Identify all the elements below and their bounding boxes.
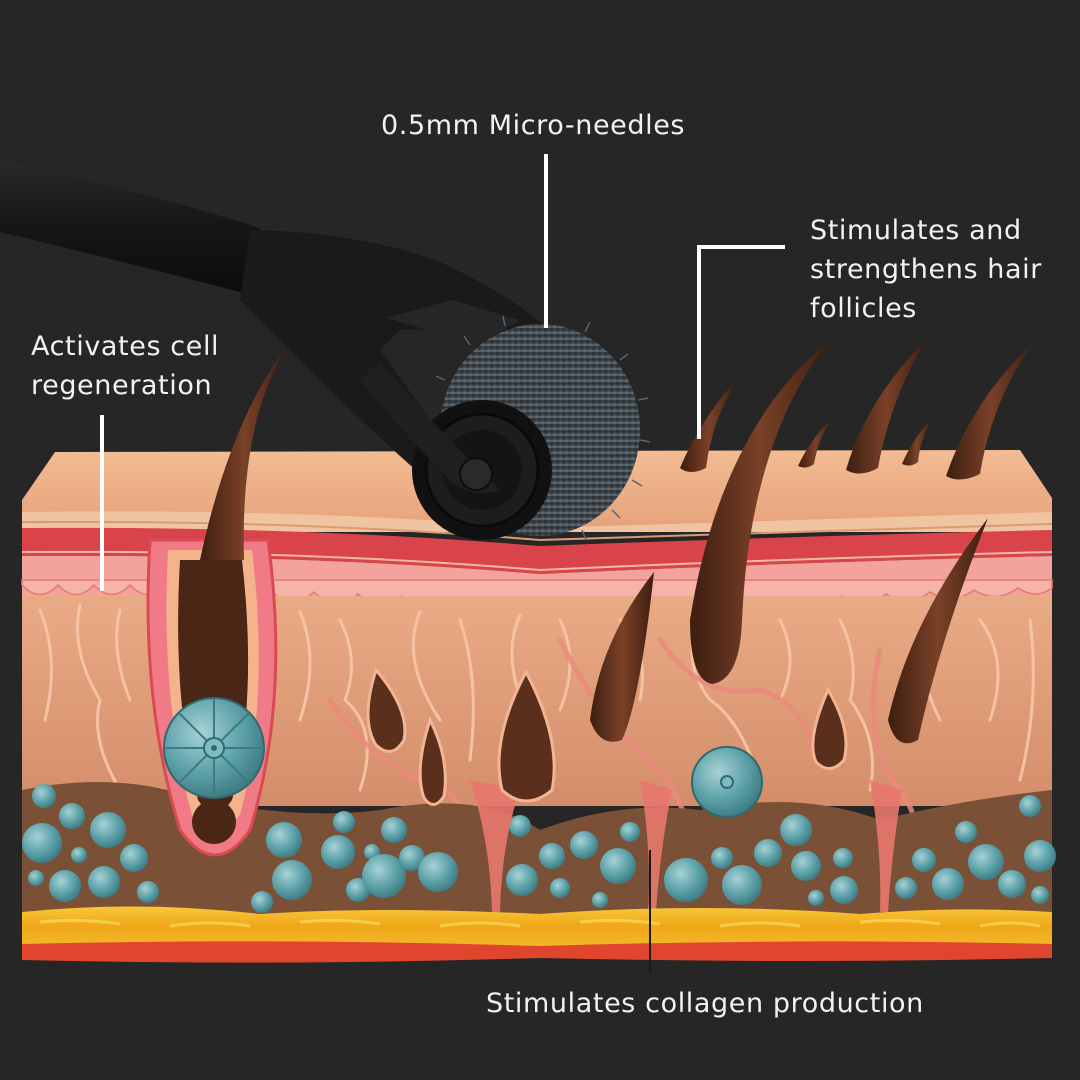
leader-line-collagen (649, 850, 651, 972)
growing-hairs (590, 340, 988, 744)
leader-line-follicles-v (697, 245, 701, 439)
callout-hair-follicles: Stimulates and strengthens hair follicle… (810, 215, 1042, 324)
fat-cells (22, 784, 1056, 913)
hair-follicles-small (366, 666, 848, 806)
dermal-papilla (163, 697, 265, 799)
leader-line-cell (100, 415, 104, 591)
leader-line-follicles-h (697, 245, 785, 249)
fat-layer (22, 906, 1052, 946)
leader-line-needles (544, 154, 548, 328)
derma-roller (0, 160, 651, 541)
roller-head (240, 230, 548, 500)
dermal-papilla-right (691, 746, 763, 818)
roller-handle (0, 160, 270, 300)
hair-follicle-large-left (146, 345, 288, 857)
callout-cell-regeneration: Activates cell regeneration (31, 331, 220, 401)
muscle-layer (22, 941, 1052, 963)
surface-hairs (680, 340, 1034, 480)
callout-collagen-production: Stimulates collagen production (486, 988, 924, 1019)
callout-micro-needles: 0.5mm Micro-needles (381, 110, 686, 141)
epidermis-band (22, 527, 1052, 574)
